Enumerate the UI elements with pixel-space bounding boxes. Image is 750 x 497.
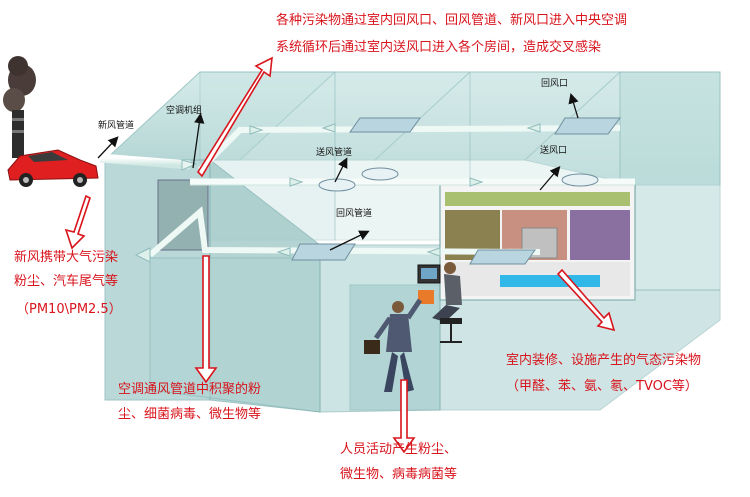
red-car bbox=[7, 149, 99, 187]
seated-worker bbox=[417, 262, 462, 343]
office-block bbox=[439, 184, 721, 411]
annotation-right-line1: 室内装修、设施产生的气态污染物 bbox=[506, 353, 702, 368]
label-return-vent: 回风口 bbox=[541, 79, 569, 89]
label-ac-unit: 空调机组 bbox=[166, 106, 203, 116]
annotation-duct-line2: 尘、细菌病毒、微生物等 bbox=[118, 407, 262, 422]
factory-chimney bbox=[3, 56, 36, 158]
annotation-left-line1: 新风携带大气污染 bbox=[14, 250, 119, 265]
annotation-top-line2: 系统循环后通过室内送风口进入各个房间，造成交叉感染 bbox=[276, 40, 602, 55]
annotation-left-line2: 粉尘、汽车尾气等 bbox=[14, 274, 119, 289]
label-return-duct: 回风管道 bbox=[336, 209, 373, 219]
annotation-right-line2: （甲醛、苯、氨、氡、TVOC等） bbox=[506, 379, 698, 394]
label-supply-duct: 送风管道 bbox=[316, 148, 353, 158]
annotation-person-line2: 微生物、病毒病菌等 bbox=[340, 467, 458, 482]
annotation-left-line3: （PM10\PM2.5） bbox=[16, 302, 122, 317]
label-supply-vent: 送风口 bbox=[540, 146, 568, 156]
vents bbox=[291, 117, 621, 265]
left-room-block bbox=[104, 158, 321, 413]
walking-person bbox=[364, 298, 423, 392]
label-pointers bbox=[97, 93, 579, 251]
annotation-person-line1: 人员活动产生粉尘、 bbox=[340, 442, 458, 457]
annotation-duct-line1: 空调通风管道中积聚的粉 bbox=[118, 382, 262, 397]
label-fresh-air-duct: 新风管道 bbox=[98, 121, 135, 131]
annotation-top-line1: 各种污染物通过室内回风口、回风管道、新风口进入中央空调 bbox=[276, 13, 628, 28]
pollution-arrows bbox=[64, 56, 616, 454]
